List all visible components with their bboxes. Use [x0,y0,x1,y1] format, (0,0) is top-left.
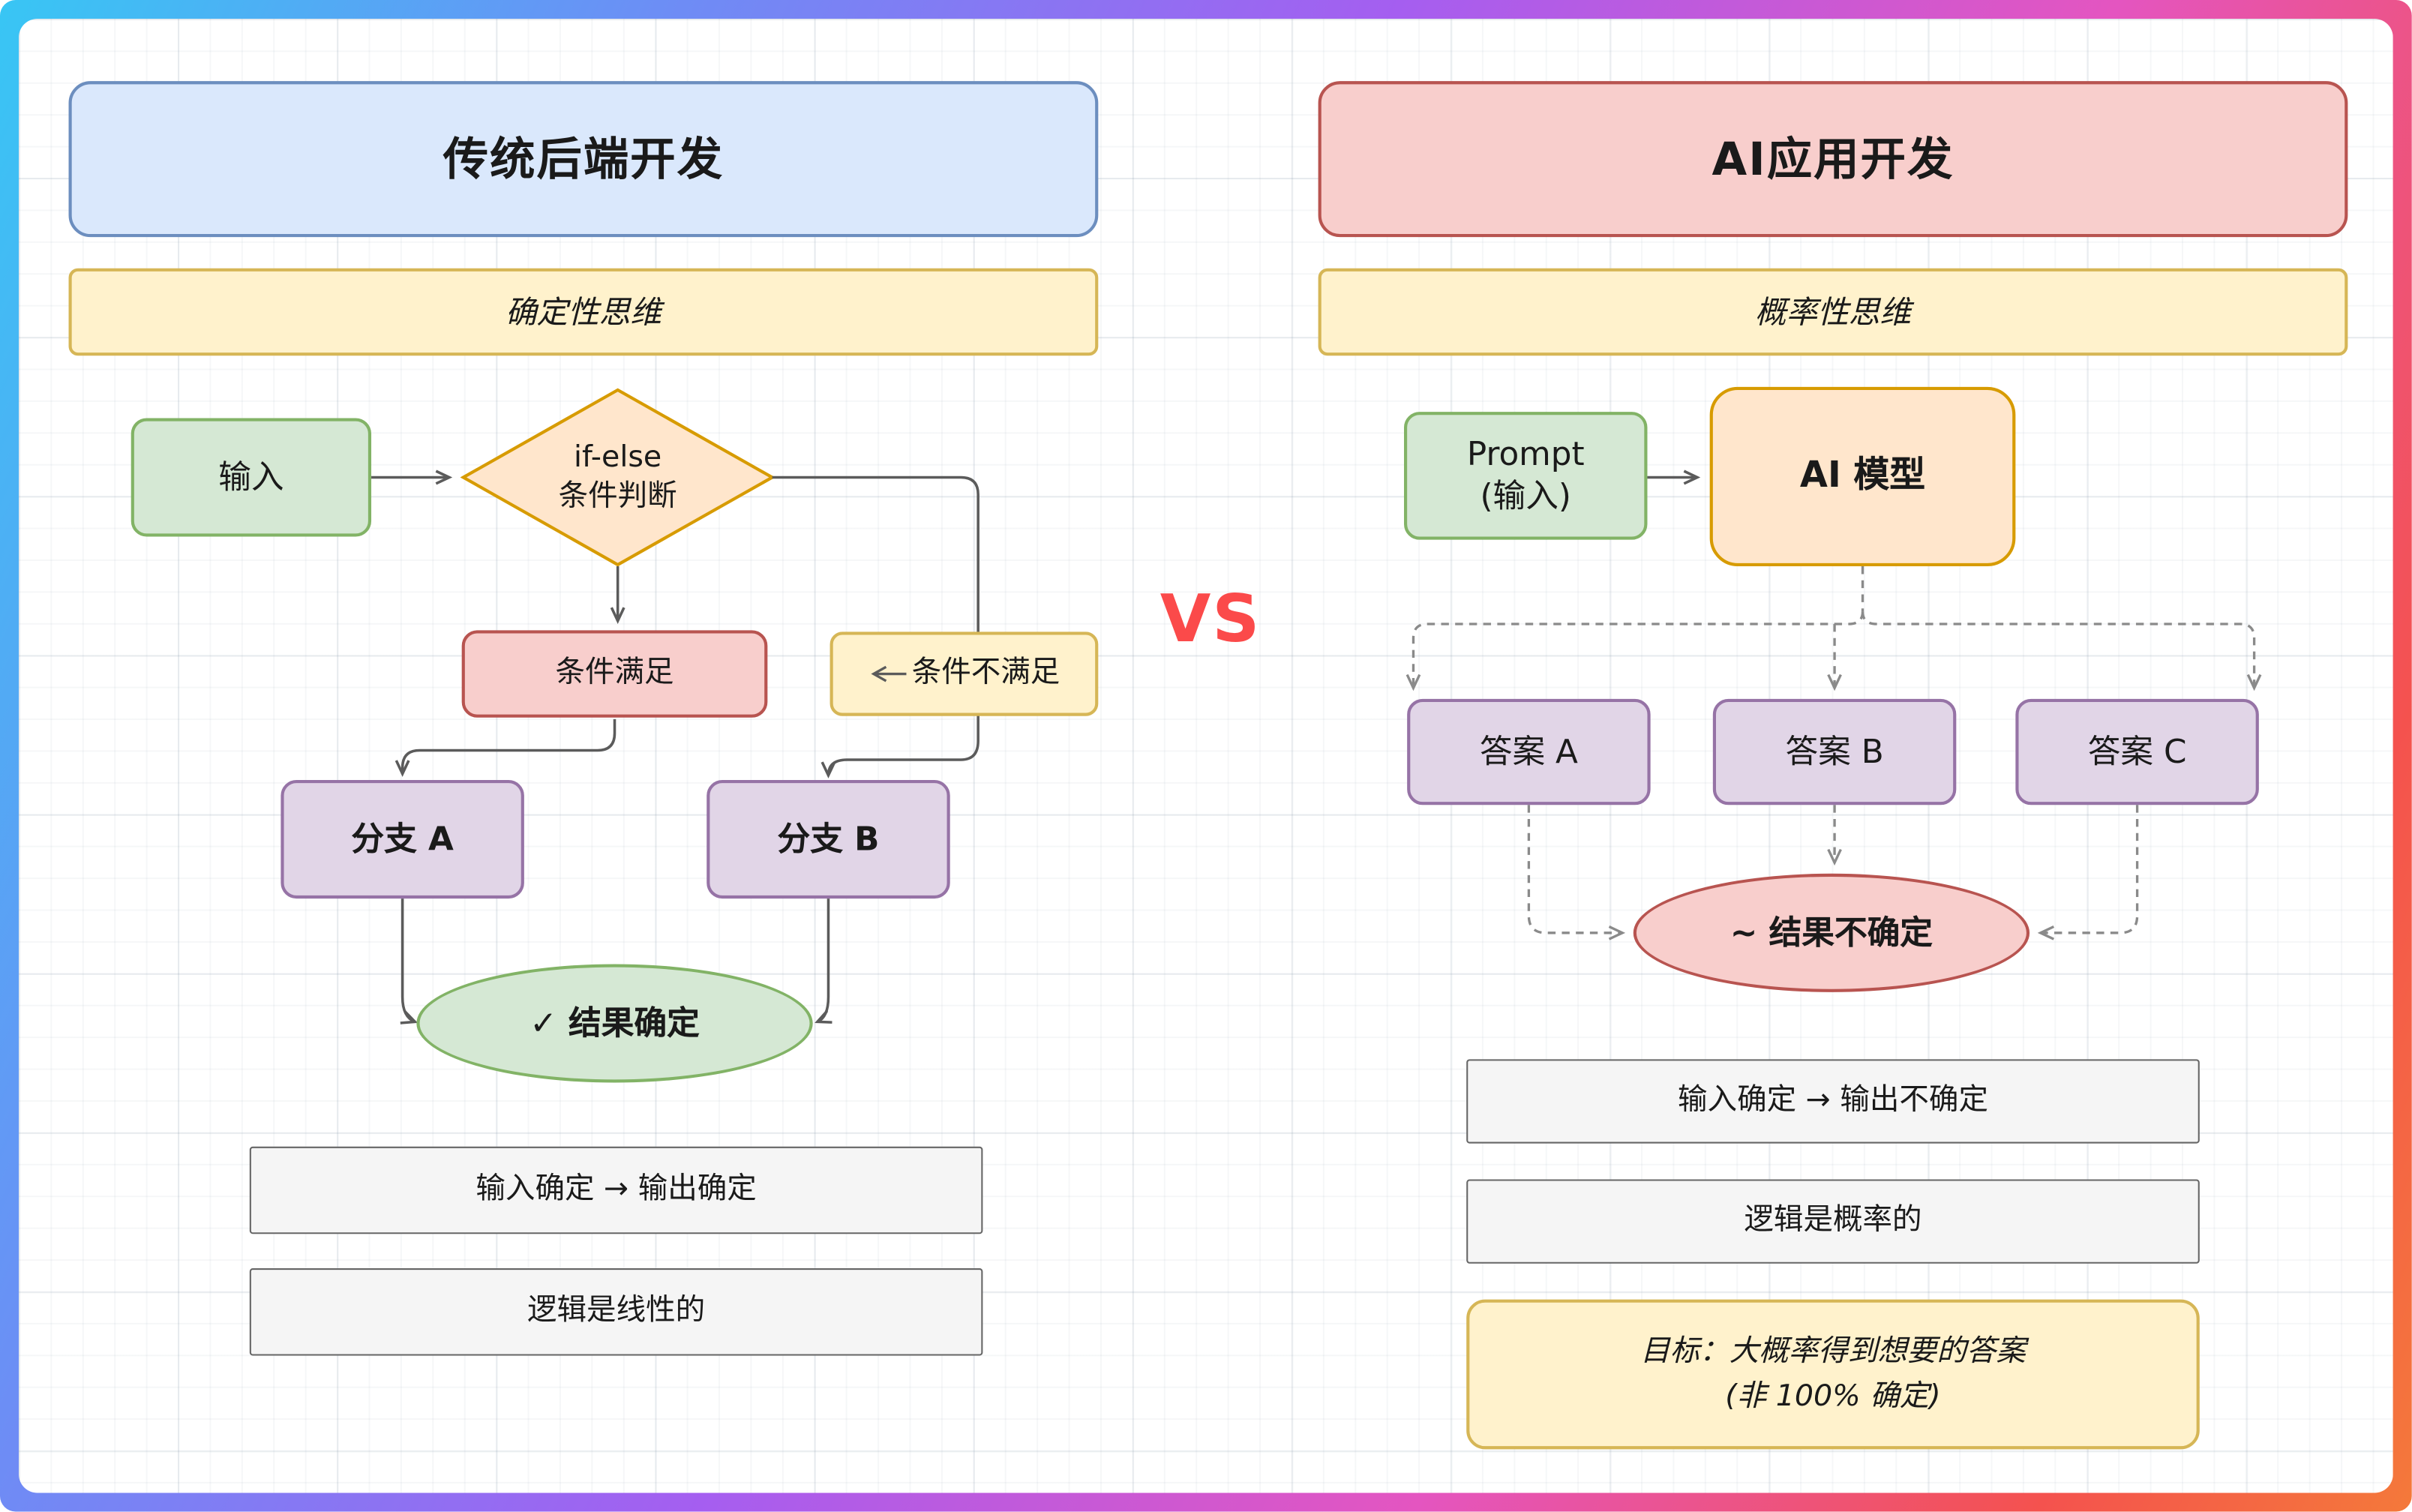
edge-branch-b-to-result [814,898,832,1024]
decision-line1: if-else [574,440,662,475]
edge-branch-a-to-result [400,898,418,1024]
branch-a-node: 分支 A [280,780,524,899]
cond-false-node: 条件不满足 [830,632,1099,716]
edge-model-to-answer-a [1406,611,1864,692]
left-panel-subtitle: 确定性思维 [68,268,1099,356]
edge-cond-true-to-branch-a [394,718,616,777]
diagram-canvas [18,18,2393,1493]
right-panel-subtitle: 概率性思维 [1318,268,2348,356]
answer-a-node: 答案 A [1407,698,1651,806]
goal-node: 目标：大概率得到想要的答案 (非 100% 确定) [1466,1299,2200,1450]
edge-answer-a-to-result [1527,805,1626,940]
edge-answer-c-to-result [2037,805,2139,940]
left-panel-title: 传统后端开发 [68,81,1099,238]
answer-c-node: 答案 C [2015,698,2259,806]
ai-model-node: AI 模型 [1709,386,2016,567]
right-note-2: 逻辑是概率的 [1466,1179,2200,1264]
prompt-line2: (输入) [1480,477,1571,515]
edge-model-to-answer-c [1861,611,2262,692]
goal-line2: (非 100% 确定) [1725,1378,1941,1414]
arrowhead-left-icon [872,665,908,682]
left-note-1: 输入确定 → 输出确定 [249,1146,983,1234]
prompt-line1: Prompt [1466,434,1585,472]
decision-node-label: if-else 条件判断 [493,432,742,523]
result-uncertain-node: ~ 结果不确定 [1633,873,2030,992]
input-node: 输入 [130,418,372,537]
right-note-1: 输入确定 → 输出不确定 [1466,1059,2200,1144]
vs-label: VS [1160,580,1262,657]
cond-true-node: 条件满足 [461,630,768,718]
edge-decision-to-branch-b [772,476,980,778]
branch-b-node: 分支 B [706,780,950,899]
decision-line2: 条件判断 [558,478,677,514]
result-certain-node: ✓ 结果确定 [416,964,813,1083]
goal-line1: 目标：大概率得到想要的答案 [1640,1333,2026,1368]
left-note-2: 逻辑是线性的 [249,1268,983,1356]
prompt-node: Prompt (输入) [1403,412,1648,540]
cond-false-label: 条件不满足 [911,655,1060,690]
answer-b-node: 答案 B [1712,698,1957,806]
right-panel-title: AI应用开发 [1318,81,2348,238]
